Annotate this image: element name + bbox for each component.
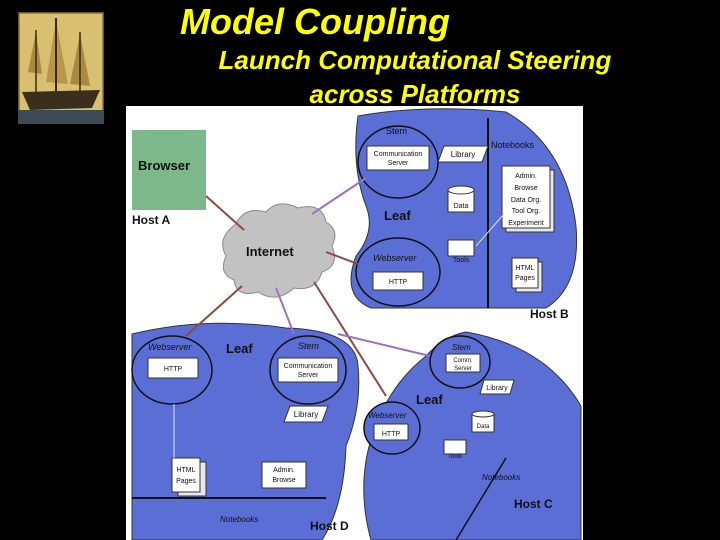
- host-c-library-label: Library: [486, 385, 508, 392]
- host-d-comm-server-box: [277, 357, 339, 383]
- browser-label: Browser: [138, 158, 190, 173]
- page-subtitle-line2: across Platforms: [309, 79, 521, 109]
- link-browser-internet: [205, 195, 245, 231]
- host-c-leaf-label: Leaf: [416, 392, 443, 407]
- host-d-admin-box: [261, 461, 307, 489]
- host-c-http-label: HTTP: [382, 431, 401, 438]
- host-d-http-label: HTTP: [164, 366, 183, 373]
- host-a: Browser Host A: [132, 130, 206, 227]
- host-d-http-box: [147, 357, 199, 379]
- host-b-html-pages-stack: [511, 257, 543, 293]
- host-d-admin-line2: Browse: [272, 477, 295, 484]
- internet-cloud: Internet: [222, 203, 336, 298]
- host-d-notebooks-label: Notebooks: [220, 515, 258, 524]
- host-c-library-box: [479, 379, 515, 395]
- host-d: Webserver HTTP Leaf Stem Communication S…: [131, 322, 360, 540]
- host-b-library-label: Library: [451, 150, 475, 159]
- host-b-html-line2: Pages: [515, 275, 535, 282]
- host-c: Stem Comm. Server Library Leaf Webserver…: [363, 331, 582, 540]
- host-c-label: Host C: [514, 497, 553, 511]
- link-internet-hostc-webserver: [313, 281, 387, 397]
- connections: [185, 177, 431, 397]
- host-b-label: Host B: [530, 307, 569, 321]
- host-d-html-pages-stack: [171, 457, 207, 497]
- host-c-data-label: Data: [477, 424, 490, 430]
- host-b-webserver-label: Webserver: [373, 253, 417, 263]
- host-c-data-icon: [471, 410, 495, 433]
- host-d-label: Host D: [310, 519, 349, 533]
- host-c-divider: [455, 457, 507, 540]
- host-b-leaf-label: Leaf: [384, 208, 411, 223]
- sailing-ship-icon: [18, 12, 104, 124]
- host-b-notebooks-label: Notebooks: [491, 140, 535, 150]
- architecture-diagram: Stem Communication Server Library Notebo…: [126, 106, 583, 540]
- host-c-webserver-label: Webserver: [368, 411, 407, 420]
- page-title: Model Coupling: [180, 1, 450, 42]
- host-d-library-box: [283, 405, 329, 423]
- host-a-label: Host A: [132, 213, 171, 227]
- host-c-comm-line2: Server: [454, 366, 472, 372]
- host-b-data-label: Data: [454, 203, 469, 210]
- link-internet-hostb-stem: [311, 177, 367, 215]
- host-d-leaf-label: Leaf: [226, 341, 253, 356]
- link-internet-hostb-webserver: [325, 251, 359, 265]
- host-b: Stem Communication Server Library Notebo…: [350, 108, 578, 321]
- host-b-admin-item-2: Browse: [514, 185, 537, 192]
- host-d-comm-server-line1: Communication: [284, 363, 333, 370]
- host-c-comm-box: [445, 353, 481, 373]
- link-internet-hostd-stem: [275, 287, 295, 335]
- link-internet-hostd-webserver: [185, 285, 243, 337]
- link-hostd-hostc-stem: [337, 333, 431, 357]
- host-d-library-label: Library: [294, 410, 318, 419]
- host-b-comm-server-line2: Server: [388, 160, 409, 167]
- host-d-admin-line1: Admin.: [273, 467, 295, 474]
- host-b-admin-item-1: Admin.: [515, 173, 537, 180]
- host-b-admin-item-3: Data Org.: [511, 197, 541, 204]
- host-b-admin-item-5: Experiment: [508, 220, 543, 227]
- host-d-comm-server-line2: Server: [298, 372, 319, 379]
- host-d-stem-label: Stem: [298, 341, 320, 351]
- host-c-http-box: [373, 423, 409, 441]
- host-b-comm-server-box: [366, 145, 430, 171]
- host-b-html-line1: HTML: [515, 265, 534, 272]
- browser-box: [132, 130, 206, 210]
- host-c-notebooks-label: Notebooks: [482, 473, 520, 482]
- host-b-http-label: HTTP: [389, 279, 408, 286]
- host-d-webserver-label: Webserver: [148, 342, 192, 352]
- internet-label: Internet: [246, 244, 294, 259]
- host-d-html-line2: Pages: [176, 478, 196, 485]
- host-b-tools-icon: [447, 239, 475, 257]
- host-b-admin-item-4: Tool Org.: [512, 208, 540, 215]
- host-c-tools-label: Tools: [448, 454, 462, 460]
- host-b-tools-label: Tools: [453, 257, 470, 264]
- host-c-tools-icon: [443, 439, 467, 455]
- host-c-stem-label: Stem: [452, 343, 471, 352]
- host-d-html-line1: HTML: [176, 467, 195, 474]
- host-b-http-box: [372, 271, 424, 291]
- host-b-stem-label: Stem: [386, 126, 407, 136]
- host-b-tools-connector: [475, 213, 505, 247]
- host-b-data-icon: [447, 185, 475, 213]
- page-subtitle-line1: Launch Computational Steering: [218, 45, 612, 75]
- host-b-library-box: [437, 145, 489, 163]
- host-b-comm-server-line1: Communication: [374, 151, 423, 158]
- host-b-admin-stack: [501, 165, 555, 233]
- host-c-comm-line1: Comm.: [453, 358, 473, 364]
